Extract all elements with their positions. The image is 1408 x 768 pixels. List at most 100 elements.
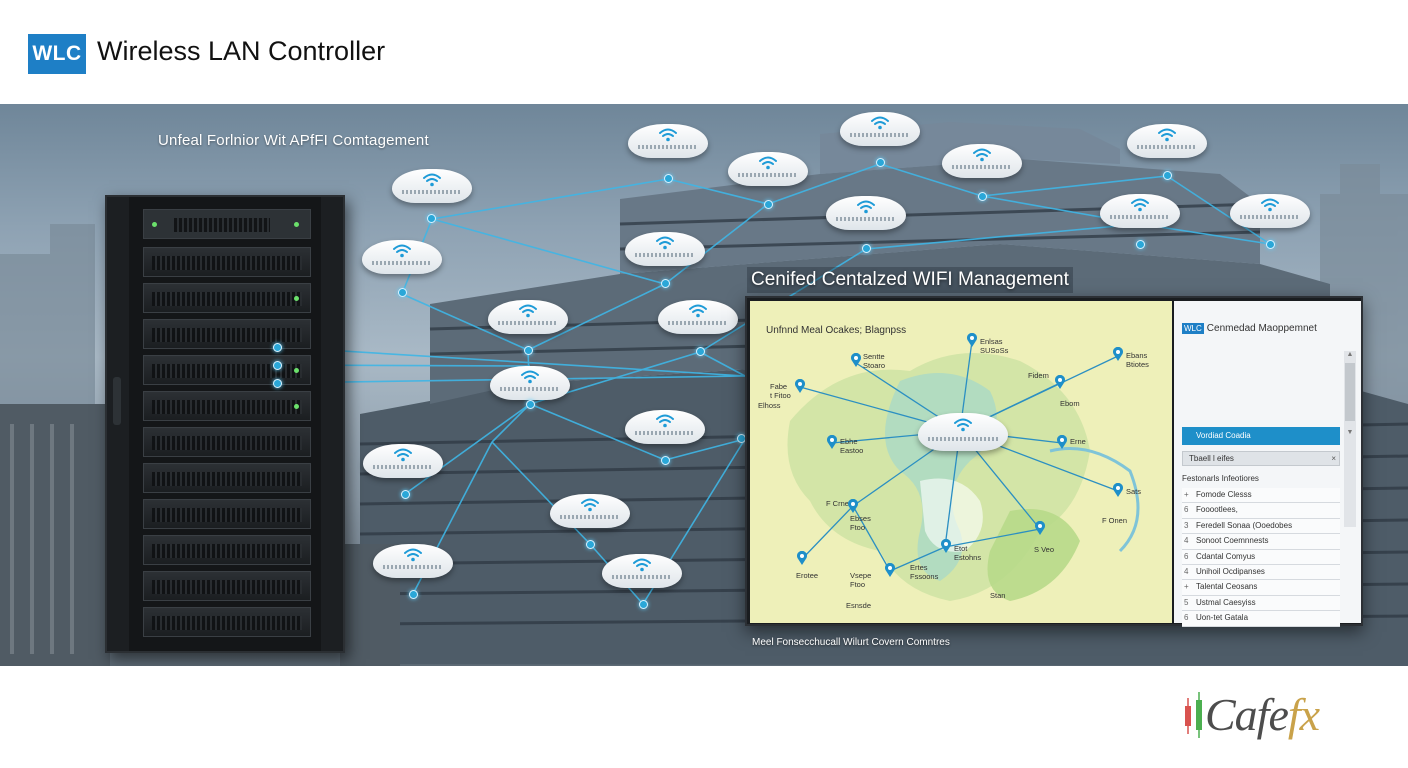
map-pin-icon[interactable] [847,499,859,513]
access-point[interactable] [658,300,738,338]
list-item-label: Fomode Clesss [1196,490,1252,499]
brand-name: Cafefx [1205,688,1320,741]
wifi-icon [871,116,889,130]
access-point[interactable] [728,152,808,190]
list-item-label: Feredell Sonaa (Ooedobes [1196,520,1293,530]
access-point[interactable] [550,494,630,532]
chevron-up-icon[interactable]: ▲ [1346,351,1354,358]
rack-port-node [273,361,282,370]
rack-unit [143,499,311,529]
map-label: S Veo [1034,545,1055,554]
access-point[interactable] [628,124,708,162]
list-item-number: 6 [1184,613,1189,623]
access-point[interactable] [1230,194,1310,232]
list-item[interactable]: 4 Sonoot Coemnnests [1182,534,1340,550]
list-item-label: Talental Ceosans [1196,582,1258,592]
access-point[interactable] [1100,194,1180,232]
wifi-icon [393,244,411,258]
map-pin-icon[interactable] [940,539,952,553]
map-label: Enlsas SUSoSs [980,337,1009,355]
sidebar-search-input[interactable]: Tbaell l eifes× [1182,451,1340,466]
rack-port-node [273,343,282,352]
list-item[interactable]: 6 Cdantal Comyus [1182,549,1340,565]
map-pin-icon[interactable] [1112,483,1124,497]
map-pin-icon[interactable] [884,563,896,577]
wifi-icon [394,448,412,462]
list-item-label: Uon-tet Gatala [1196,613,1249,623]
map-label: F Onen [1102,516,1128,525]
access-point[interactable] [625,410,705,448]
coverage-map[interactable]: Unfnnd Meal Ocakes; Blagnpss Sentte Stoa… [750,301,1172,623]
link-node [639,600,648,609]
chevron-down-icon[interactable]: ▼ [1346,429,1354,436]
list-item-number: 6 [1184,551,1189,561]
wifi-icon [1261,198,1279,212]
rack-unit [143,391,311,421]
map-pin-icon[interactable] [826,435,838,449]
list-item[interactable]: 6 Uon-tet Gatala [1182,611,1340,627]
access-point[interactable] [363,444,443,482]
access-point[interactable] [625,232,705,270]
list-item[interactable]: +Fomode Clesss [1182,488,1340,504]
list-item[interactable]: +Talental Ceosans [1182,580,1340,596]
access-point[interactable] [373,544,453,582]
rack-unit [143,607,311,637]
access-point[interactable] [602,554,682,592]
close-icon[interactable]: × [1331,454,1336,463]
wlc-logo: WLC [28,34,86,74]
wifi-icon [659,128,677,142]
map-label: Erne [1070,437,1086,446]
map-label: Ebhe Eastoo [840,437,864,455]
map-title: Unfnnd Meal Ocakes; Blagnpss [766,325,907,336]
map-label: Fabe t Fitoo [770,382,791,400]
link-node [526,400,535,409]
list-item-label: Cdantal Comyus [1196,551,1256,561]
link-node [1266,240,1275,249]
access-point[interactable] [488,300,568,338]
map-pin-icon[interactable] [796,551,808,565]
scrollbar-thumb[interactable] [1345,363,1355,421]
map-pin-icon[interactable] [1054,375,1066,389]
rack-unit [143,283,311,313]
access-point[interactable] [840,112,920,150]
sidebar-subtitle: Festonarls Infeotiores [1182,474,1259,483]
header: WLC Wireless LAN Controller [0,0,1408,104]
map-pin-icon[interactable] [794,379,806,393]
link-node [764,200,773,209]
map-label: Sentte Stoaro [863,352,886,370]
map-pin-icon[interactable] [1034,521,1046,535]
map-pin-icon[interactable] [1112,347,1124,361]
list-item-number: 5 [1184,597,1189,607]
map-pin-icon[interactable] [966,333,978,347]
map-label: Sats [1126,487,1142,496]
brand-name-main: Cafe [1205,689,1289,740]
link-node [401,490,410,499]
map-pin-icon[interactable] [1056,435,1068,449]
sidebar-selected-item[interactable]: Vordiad Coadia [1182,427,1340,445]
wifi-icon [581,498,599,512]
list-item-label: Sonoot Coemnnests [1196,536,1269,546]
access-point[interactable] [826,196,906,234]
wifi-icon [404,548,422,562]
access-point[interactable] [490,366,570,404]
link-node [862,244,871,253]
access-point[interactable] [942,144,1022,182]
access-point[interactable] [362,240,442,278]
map-pin-icon[interactable] [850,353,862,367]
link-node [1163,171,1172,180]
link-node [696,347,705,356]
sidebar-scrollbar[interactable]: ▲ ▼ [1344,351,1356,527]
list-item-number: 6 [1184,505,1189,515]
list-item-number: 4 [1184,536,1189,546]
access-point[interactable] [392,169,472,207]
link-node [664,174,673,183]
rack-unit [143,247,311,277]
access-point[interactable] [1127,124,1207,162]
central-access-point[interactable] [918,413,1008,451]
